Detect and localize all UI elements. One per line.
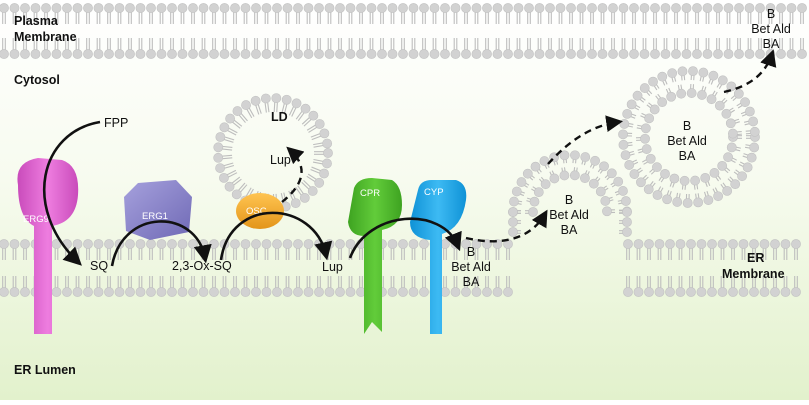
svg-text:BA: BA <box>463 275 480 289</box>
svg-text:Bet Ald: Bet Ald <box>549 208 589 222</box>
er-lumen-label: ER Lumen <box>14 363 76 377</box>
svg-text:B: B <box>565 193 573 207</box>
cyp-label: CYP <box>424 187 444 198</box>
svg-text:ER: ER <box>747 251 764 265</box>
svg-text:B: B <box>467 245 475 259</box>
svg-text:Plasma: Plasma <box>14 14 59 28</box>
svg-text:BA: BA <box>763 37 780 51</box>
osc-protein: OSC <box>236 193 284 229</box>
lup-membrane-label: Lup <box>322 260 343 274</box>
svg-text:B: B <box>683 119 691 133</box>
ox-sq-label: 2,3-Ox-SQ <box>172 259 232 273</box>
cpr-label: CPR <box>360 188 380 199</box>
erg9-label: ERG9 <box>23 214 49 225</box>
svg-text:B: B <box>767 7 775 21</box>
cytosol-label: Cytosol <box>14 73 60 87</box>
fpp-label: FPP <box>104 116 128 130</box>
lup-droplet-label: Lup <box>270 153 291 167</box>
svg-text:Bet Ald: Bet Ald <box>451 260 491 274</box>
svg-text:Bet Ald: Bet Ald <box>667 134 707 148</box>
svg-text:BA: BA <box>679 149 696 163</box>
sq-label: SQ <box>90 259 108 273</box>
lipid-droplet-label: LD <box>271 110 288 124</box>
svg-text:Bet Ald: Bet Ald <box>751 22 791 36</box>
svg-text:Membrane: Membrane <box>14 30 77 44</box>
svg-text:BA: BA <box>561 223 578 237</box>
svg-text:Membrane: Membrane <box>722 267 785 281</box>
